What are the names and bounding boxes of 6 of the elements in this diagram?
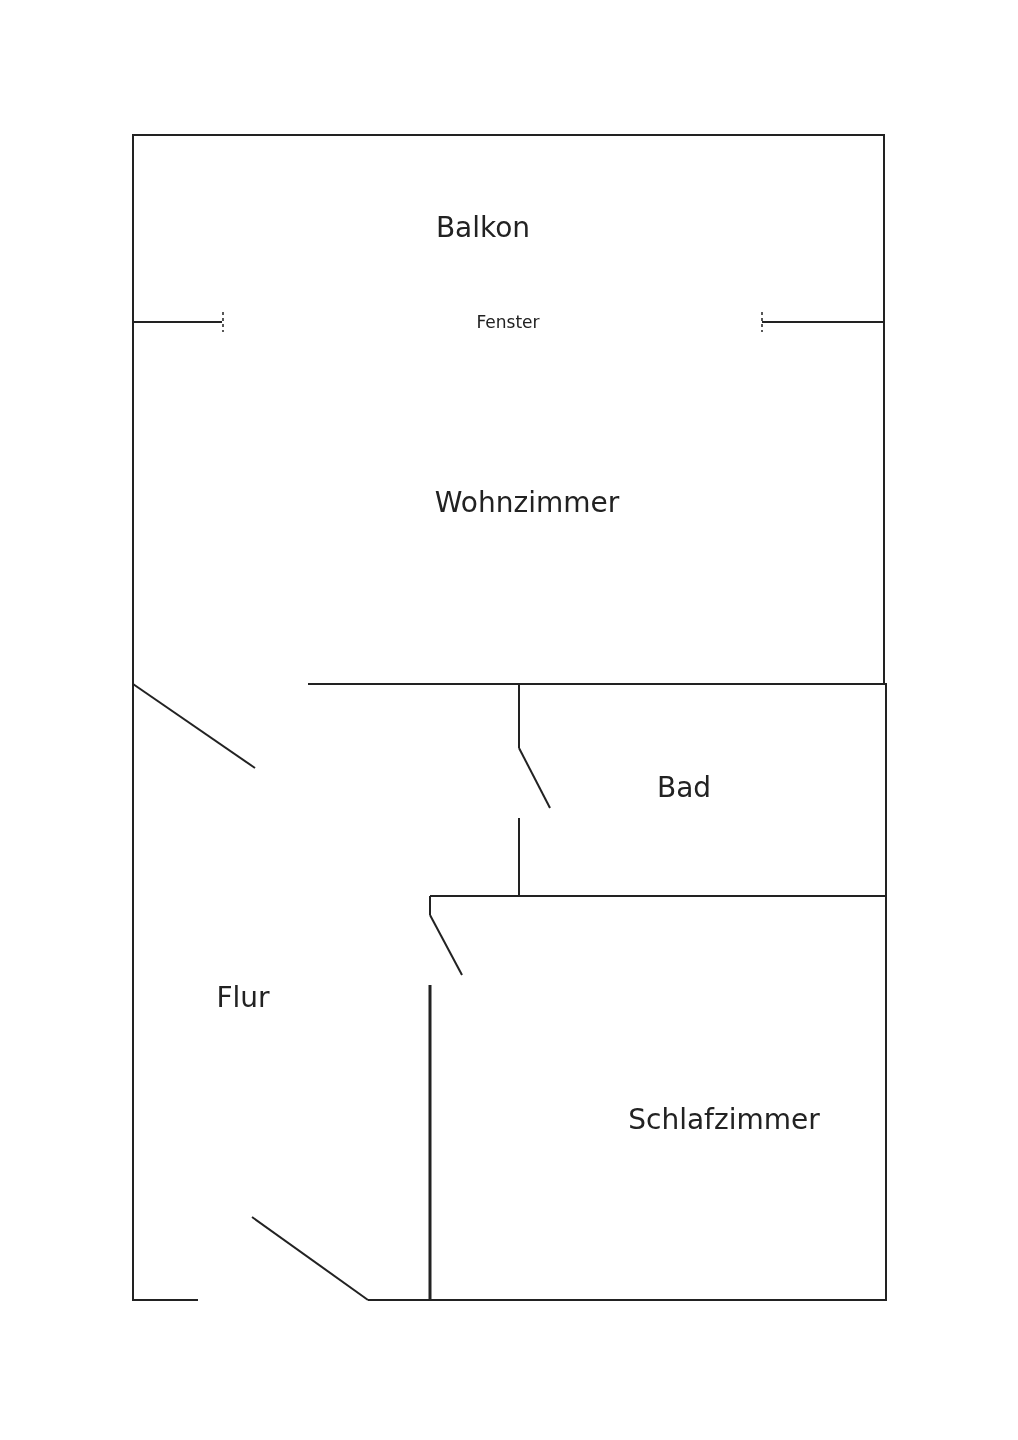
room-label: Balkon (435, 214, 531, 242)
room-label: Flur (216, 984, 270, 1012)
window-label: Fenster (476, 313, 540, 331)
room-label: Wohnzimmer (434, 489, 620, 517)
room-label: Bad (656, 774, 712, 802)
room-label: Schlafzimmer (628, 1106, 820, 1134)
